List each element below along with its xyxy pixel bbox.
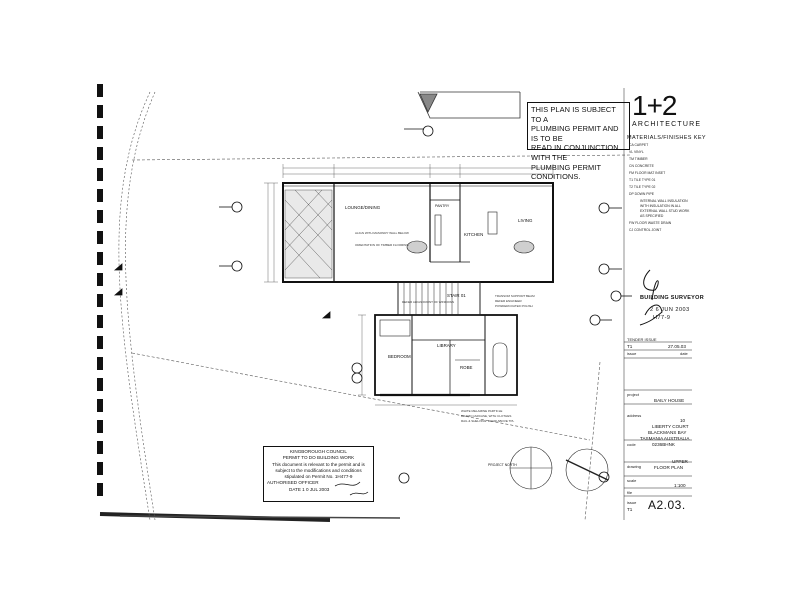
- scale-value: 1:100: [674, 483, 686, 488]
- permit-line-3: read in conjunction with the: [531, 143, 619, 162]
- key-item: CN CONCRETE: [629, 164, 654, 168]
- issue-value: T1: [627, 507, 633, 512]
- issue-code: T1: [627, 344, 633, 349]
- drawing-number: A2.03.: [648, 498, 686, 512]
- title-block-frame: [623, 88, 692, 520]
- key-item: INTERNAL WALL INSULATION: [640, 199, 688, 203]
- surveyor-date: 2 6 JUN 2003: [650, 307, 690, 313]
- file-label: file: [627, 490, 633, 495]
- project-code: 0236BHNK: [652, 442, 675, 447]
- address-label: address: [627, 413, 642, 418]
- arrow-markers: [113, 128, 632, 321]
- drawing-label: drawing: [627, 464, 642, 469]
- plumbing-permit-notice: This plan is subject to a plumbing permi…: [527, 102, 630, 181]
- council-text-1: This document is relevant to the permit …: [272, 461, 365, 467]
- surveyor-ref: H77-9: [653, 315, 671, 321]
- label-stair: STAIR 01: [447, 293, 466, 298]
- drawing-line-1: UPPER: [672, 459, 688, 464]
- key-item: DP DOWN PIPE: [629, 192, 654, 196]
- binding-holes: [97, 84, 103, 496]
- firm-logo: 1+2: [632, 90, 677, 121]
- key-item: TM TIMBER: [629, 157, 648, 161]
- council-permit-no: stipulated on Permit No. 1H477-9: [284, 474, 353, 480]
- address-line-1: 10: [680, 418, 686, 423]
- note-beam-2: REFER ENGINEER: [495, 299, 522, 303]
- permit-line-1: This plan is subject to a: [531, 105, 616, 124]
- firm-name: ARCHITECTURE: [632, 121, 702, 128]
- note-refer: REFER ALIGN FRONT OF WINDOWS: [402, 300, 454, 304]
- materials-key-title: MATERIALS/FINISHES KEY: [627, 135, 706, 141]
- key-item: T2 TILE TYPE 02: [629, 185, 656, 189]
- council-permit-stamp: KINGBOROUGH COUNCIL PERMIT TO DO BUILDIN…: [263, 446, 374, 502]
- project-label: project: [627, 392, 640, 397]
- permit-line-2: plumbing permit and is to be: [531, 124, 619, 143]
- label-lounge-dining: LOUNGE/DINING: [345, 205, 381, 210]
- key-item: AS SPECIFIED: [640, 214, 664, 218]
- key-item: FW FLOOR WASTE DRAIN: [629, 221, 672, 225]
- key-item: T1 TILE TYPE 01: [629, 178, 656, 182]
- dimension-lines: [264, 164, 554, 406]
- note-white-3: RAIL & SHELVING. DOOR ABOVE TPL: [461, 419, 515, 423]
- key-item: EXTERNAL WALL STUD WORK: [640, 209, 690, 213]
- council-name: KINGBOROUGH COUNCIL: [290, 449, 347, 454]
- note-orientation: ORIENTATION OF TIMBER FLOORING: [355, 243, 409, 247]
- north-symbols: [509, 446, 609, 492]
- address-line-4: TASMANIA AUSTRALIA: [640, 436, 690, 441]
- drawing-line-2: FLOOR PLAN: [654, 465, 684, 470]
- fixtures: [379, 211, 535, 378]
- key-item: WITH INSULATION IN ALL: [640, 204, 681, 208]
- label-project-north: PROJECT NORTH: [488, 463, 517, 467]
- council-officer: AUTHORISED OFFICER: [267, 480, 319, 486]
- issue-date: 27.05.03: [668, 344, 686, 349]
- code-label: code: [627, 442, 636, 447]
- council-text-2: subject to the modifications and conditi…: [275, 467, 362, 473]
- note-beam-3: POWDERCOATED POLISH: [495, 304, 533, 308]
- key-item: CA CARPET: [629, 143, 649, 147]
- label-kitchen: KITCHEN: [464, 232, 484, 237]
- key-item: VL VINYL: [629, 150, 644, 154]
- date-column: date: [680, 351, 688, 356]
- address-line-3: BLACKMANS BAY: [648, 430, 687, 435]
- stair-treads: [397, 281, 481, 316]
- address-line-2: LIBERTY COURT: [652, 424, 689, 429]
- scale-label: scale: [627, 478, 637, 483]
- building-surveyor-label: BUILDING SURVEYOR: [640, 295, 704, 301]
- top-reference: [417, 91, 521, 119]
- council-date: DATE 1 0 JUL 2003: [289, 486, 330, 492]
- label-pantry: PANTRY: [435, 204, 450, 208]
- surveyor-signature: [639, 269, 663, 326]
- key-item: FM FLOOR MAT INSET: [629, 171, 666, 175]
- tender-issue-label: TENDER ISSUE: [627, 337, 657, 342]
- council-signature: [334, 481, 369, 496]
- issue-label: issue: [627, 500, 637, 505]
- permit-line-4: plumbing permit conditions.: [531, 162, 601, 182]
- issue-column: issue: [627, 351, 637, 356]
- council-permit-title: PERMIT TO DO BUILDING WORK: [282, 455, 355, 461]
- deck-hatch: [284, 189, 333, 279]
- note-beam-1: TRANSOM SUPPORT BEAM: [495, 294, 535, 298]
- label-library: LIBRARY: [437, 343, 456, 348]
- label-robe: ROBE: [460, 365, 473, 370]
- site-boundary: [118, 91, 631, 521]
- note-white-1: WHITE MELAMINE PARTICLE: [461, 409, 503, 413]
- project-name: BAILY HOUSE: [654, 398, 685, 403]
- label-living: LIVING: [518, 218, 533, 223]
- key-item: CJ CONTROL JOINT: [629, 228, 662, 232]
- note-white-2: BOARD CARCASE, WITH CLOTHES: [461, 414, 512, 418]
- label-bedroom: BEDROOM: [388, 354, 411, 359]
- note-align: ALIGN WITH MASONRY WALL BELOW: [355, 231, 409, 235]
